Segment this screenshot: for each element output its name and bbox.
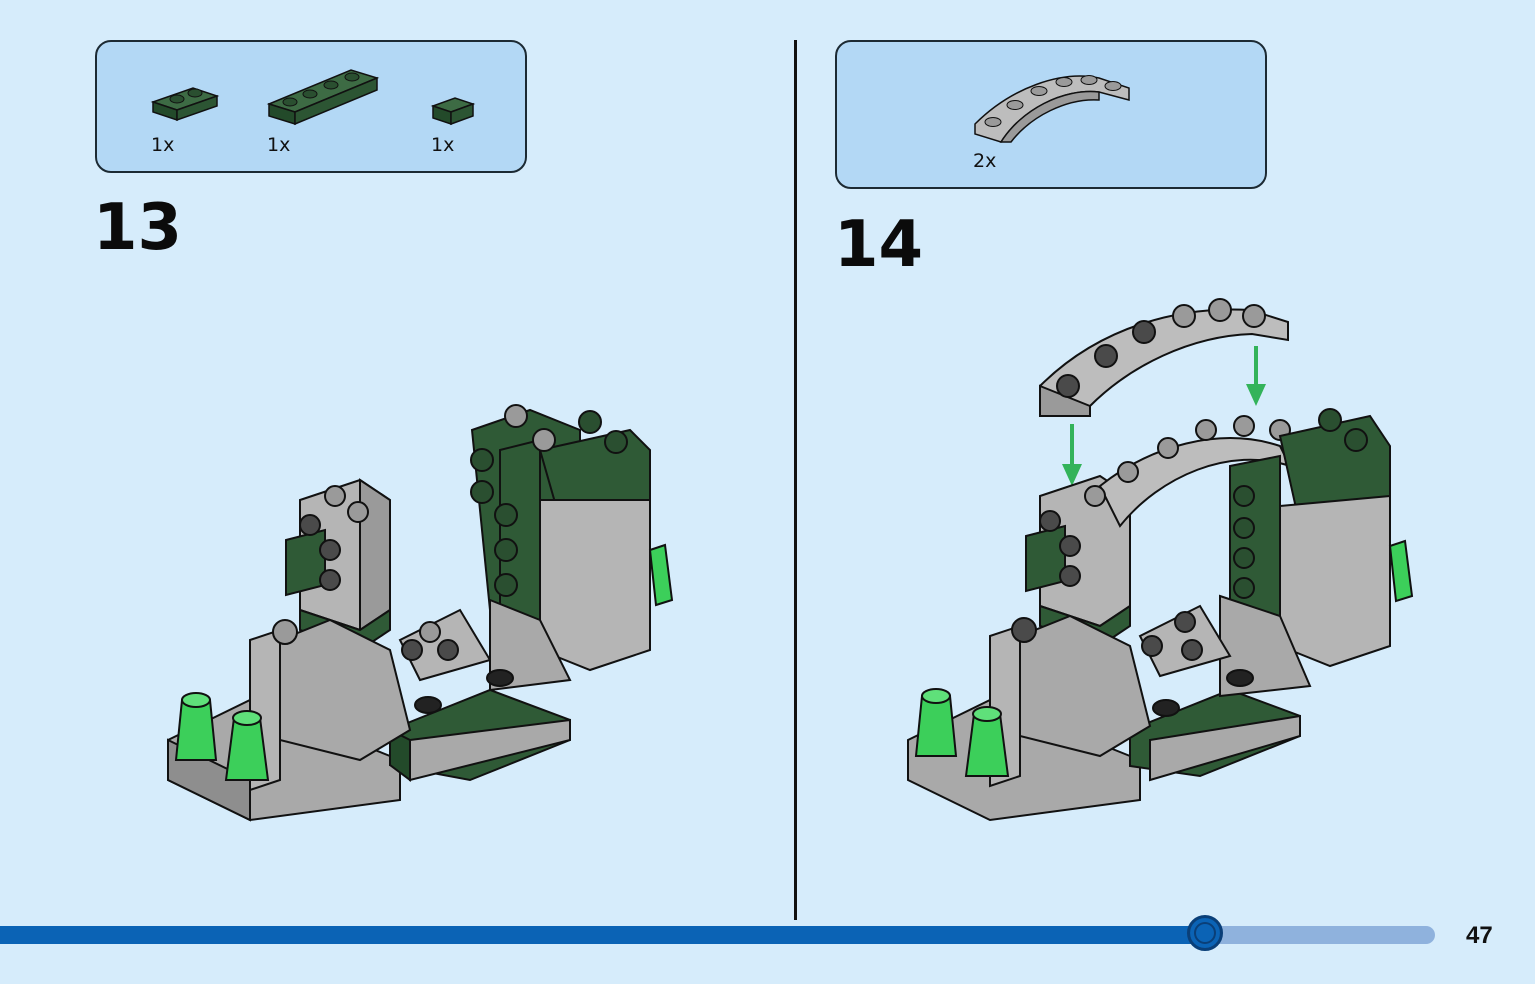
progress-indicator-icon bbox=[1187, 915, 1224, 951]
progress-bar bbox=[0, 915, 1435, 951]
step-14-model-illustration bbox=[907, 298, 1414, 822]
parts-callout-step-13: 1x 1x 1x bbox=[95, 40, 527, 173]
step-13-model-illustration bbox=[167, 404, 674, 822]
part-quantity: 1x bbox=[431, 134, 455, 156]
dark-green-tile-1x1-icon bbox=[430, 97, 476, 126]
parts-callout-step-14: 2x bbox=[835, 40, 1267, 189]
step-divider bbox=[794, 40, 797, 920]
dark-green-plate-1x2-icon bbox=[150, 87, 220, 122]
part-quantity: 1x bbox=[267, 134, 291, 156]
step-number: 13 bbox=[93, 191, 183, 265]
part-quantity: 2x bbox=[973, 150, 997, 172]
part-quantity: 1x bbox=[151, 134, 175, 156]
progress-fill bbox=[0, 926, 1206, 944]
step-number: 14 bbox=[834, 208, 924, 282]
gray-arch-plate-1x6-icon bbox=[974, 75, 1130, 143]
dark-green-plate-1x4-icon bbox=[266, 69, 380, 126]
page-number: 47 bbox=[1466, 922, 1493, 949]
